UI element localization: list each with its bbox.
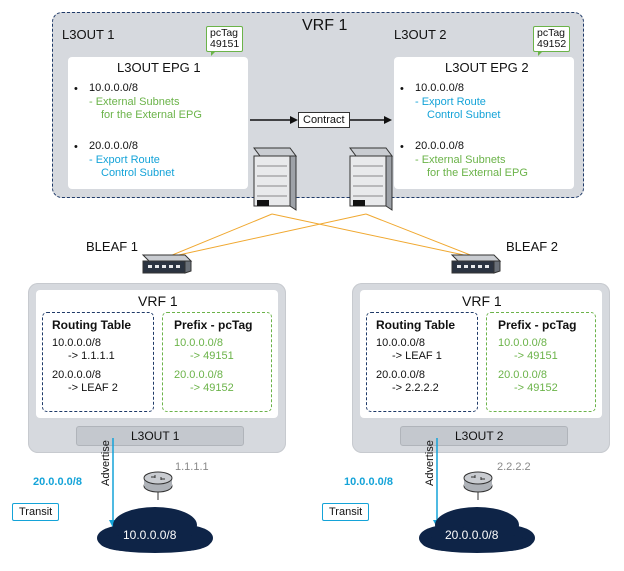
cloud-icon-right <box>419 507 535 553</box>
left-routing-title: Routing Table <box>52 318 132 332</box>
right-vrf-title: VRF 1 <box>462 293 502 309</box>
l3out1-title: L3OUT 1 <box>62 27 115 42</box>
right-map1-prefix: 10.0.0.0/8 <box>498 337 547 349</box>
server-icon-right <box>349 147 393 211</box>
right-map2-prefix: 20.0.0.0/8 <box>498 369 547 381</box>
left-cloud-label: 10.0.0.0/8 <box>123 528 177 542</box>
left-route1-prefix: 10.0.0.0/8 <box>52 337 101 349</box>
l3out2-subnet1: 10.0.0.0/8 <box>415 82 464 94</box>
left-transit-prefix: 20.0.0.0/8 <box>33 476 82 488</box>
left-route2-prefix: 20.0.0.0/8 <box>52 369 101 381</box>
l3out2-epg-title: L3OUT EPG 2 <box>445 60 529 75</box>
leaf-switch-icon-right <box>450 254 502 274</box>
left-routing-table <box>42 312 154 412</box>
right-routing-title: Routing Table <box>376 318 456 332</box>
left-map1-tag: -> 49151 <box>190 350 234 362</box>
bleaf1-label: BLEAF 1 <box>86 239 139 254</box>
leaf-switch-icon-left <box>141 254 193 274</box>
right-pctag-table <box>486 312 596 412</box>
l3out1-epg-title: L3OUT EPG 1 <box>117 60 201 75</box>
left-pctag-title: Prefix - pcTag <box>174 318 253 332</box>
l3out1-pctag-label: pcTag <box>210 27 239 39</box>
right-map1-tag: -> 49151 <box>514 350 558 362</box>
left-advertise-label: Advertise <box>100 440 112 486</box>
l3out2-subnet2: 20.0.0.0/8 <box>415 140 464 152</box>
right-advertise-label: Advertise <box>424 440 436 486</box>
left-l3out-bar <box>76 426 244 446</box>
l3out1-subnet2-desc1: - Export Route <box>89 154 160 166</box>
contract-label: Contract <box>298 112 350 128</box>
l3out1-subnet1: 10.0.0.0/8 <box>89 82 138 94</box>
left-vrf-panel <box>36 290 278 418</box>
l3out2-title: L3OUT 2 <box>394 27 447 42</box>
contract-arrowhead-left <box>290 116 298 124</box>
fabric-links <box>164 213 479 259</box>
l3out2-subnet1-desc2: Control Subnet <box>427 109 501 121</box>
left-map1-prefix: 10.0.0.0/8 <box>174 337 223 349</box>
l3out1-subnet1-desc2: for the External EPG <box>101 109 202 121</box>
right-vrf-panel <box>360 290 602 418</box>
l3out1-subnet2: 20.0.0.0/8 <box>89 140 138 152</box>
router-icon-left <box>143 471 173 500</box>
left-router-ip: 1.1.1.1 <box>175 461 209 473</box>
cloud-icon-left <box>97 507 213 553</box>
right-route2-next: -> 2.2.2.2 <box>392 382 439 394</box>
l3out1-subnet1-desc1: - External Subnets <box>89 96 180 108</box>
right-pctag-title: Prefix - pcTag <box>498 318 577 332</box>
contract-arrowhead-right <box>384 116 392 124</box>
right-route1-next: -> LEAF 1 <box>392 350 442 362</box>
l3out2-pctag: pcTag 49152 <box>533 26 571 56</box>
l3out1-pctag: pcTag 49151 <box>206 26 244 56</box>
left-route2-next: -> LEAF 2 <box>68 382 118 394</box>
left-route1-next: -> 1.1.1.1 <box>68 350 115 362</box>
l3out2-subnet2-desc1: - External Subnets <box>415 154 506 166</box>
l3out1-epg-panel <box>68 57 248 189</box>
right-transit-box: Transit <box>322 503 370 521</box>
l3out1-subnet2-desc2: Control Subnet <box>101 167 175 179</box>
right-cloud-label: 20.0.0.0/8 <box>445 528 499 542</box>
l3out2-epg-panel <box>394 57 574 189</box>
bullet: • <box>74 83 78 95</box>
right-l3out-bar <box>400 426 568 446</box>
right-router-ip: 2.2.2.2 <box>497 461 531 473</box>
bullet: • <box>400 141 404 153</box>
right-map2-tag: -> 49152 <box>514 382 558 394</box>
bleaf2-label: BLEAF 2 <box>506 239 559 254</box>
right-route1-prefix: 10.0.0.0/8 <box>376 337 425 349</box>
right-transit-prefix: 10.0.0.0/8 <box>344 476 393 488</box>
l3out2-pctag-label: pcTag <box>537 27 566 39</box>
l3out2-pctag-value: 49152 <box>537 38 567 50</box>
left-map2-tag: -> 49152 <box>190 382 234 394</box>
router-icon-right <box>463 471 493 500</box>
bullet: • <box>74 141 78 153</box>
left-l3out-label: L3OUT 1 <box>131 429 180 443</box>
l3out1-pctag-value: 49151 <box>210 38 240 50</box>
right-route2-prefix: 20.0.0.0/8 <box>376 369 425 381</box>
left-vrf-title: VRF 1 <box>138 293 178 309</box>
server-icon-left <box>253 147 297 211</box>
left-transit-box: Transit <box>12 503 60 521</box>
l3out2-subnet2-desc2: for the External EPG <box>427 167 528 179</box>
bullet: • <box>400 83 404 95</box>
right-routing-table <box>366 312 478 412</box>
l3out2-subnet1-desc1: - Export Route <box>415 96 486 108</box>
left-map2-prefix: 20.0.0.0/8 <box>174 369 223 381</box>
left-pctag-table <box>162 312 272 412</box>
right-l3out-label: L3OUT 2 <box>455 429 504 443</box>
vrf-top-title: VRF 1 <box>302 17 348 34</box>
